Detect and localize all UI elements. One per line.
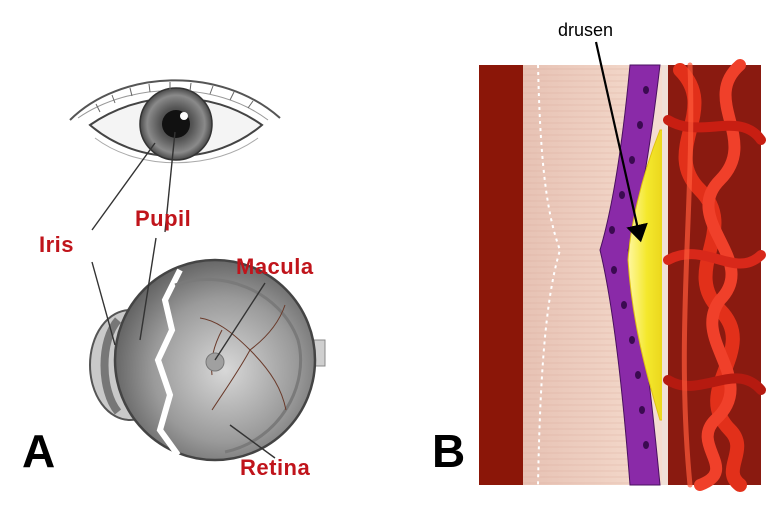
drusen-label: drusen xyxy=(558,20,614,40)
panel-b-letter: B xyxy=(432,425,466,477)
eyeball-cross-section-drawing xyxy=(89,258,326,462)
drusen-deposit xyxy=(627,129,667,421)
dotted-membrane xyxy=(537,64,562,486)
dark-outer-layer xyxy=(479,65,523,485)
panel-b-illustration xyxy=(479,41,766,492)
panel-a-illustration xyxy=(69,79,326,462)
retina-label: Retina xyxy=(240,455,311,480)
iris-label: Iris xyxy=(39,232,75,257)
macula-label: Macula xyxy=(236,254,314,279)
external-eye-drawing xyxy=(69,79,281,164)
panel-a-leader-lines xyxy=(91,131,276,459)
bruchs-membrane xyxy=(662,65,668,485)
rpe-nuclei xyxy=(609,86,649,449)
panel-a-letter: A xyxy=(22,425,56,477)
drusen-pointer-arrow xyxy=(594,41,648,243)
choroid-vessels xyxy=(663,59,766,492)
pupil-label: Pupil xyxy=(135,206,192,231)
